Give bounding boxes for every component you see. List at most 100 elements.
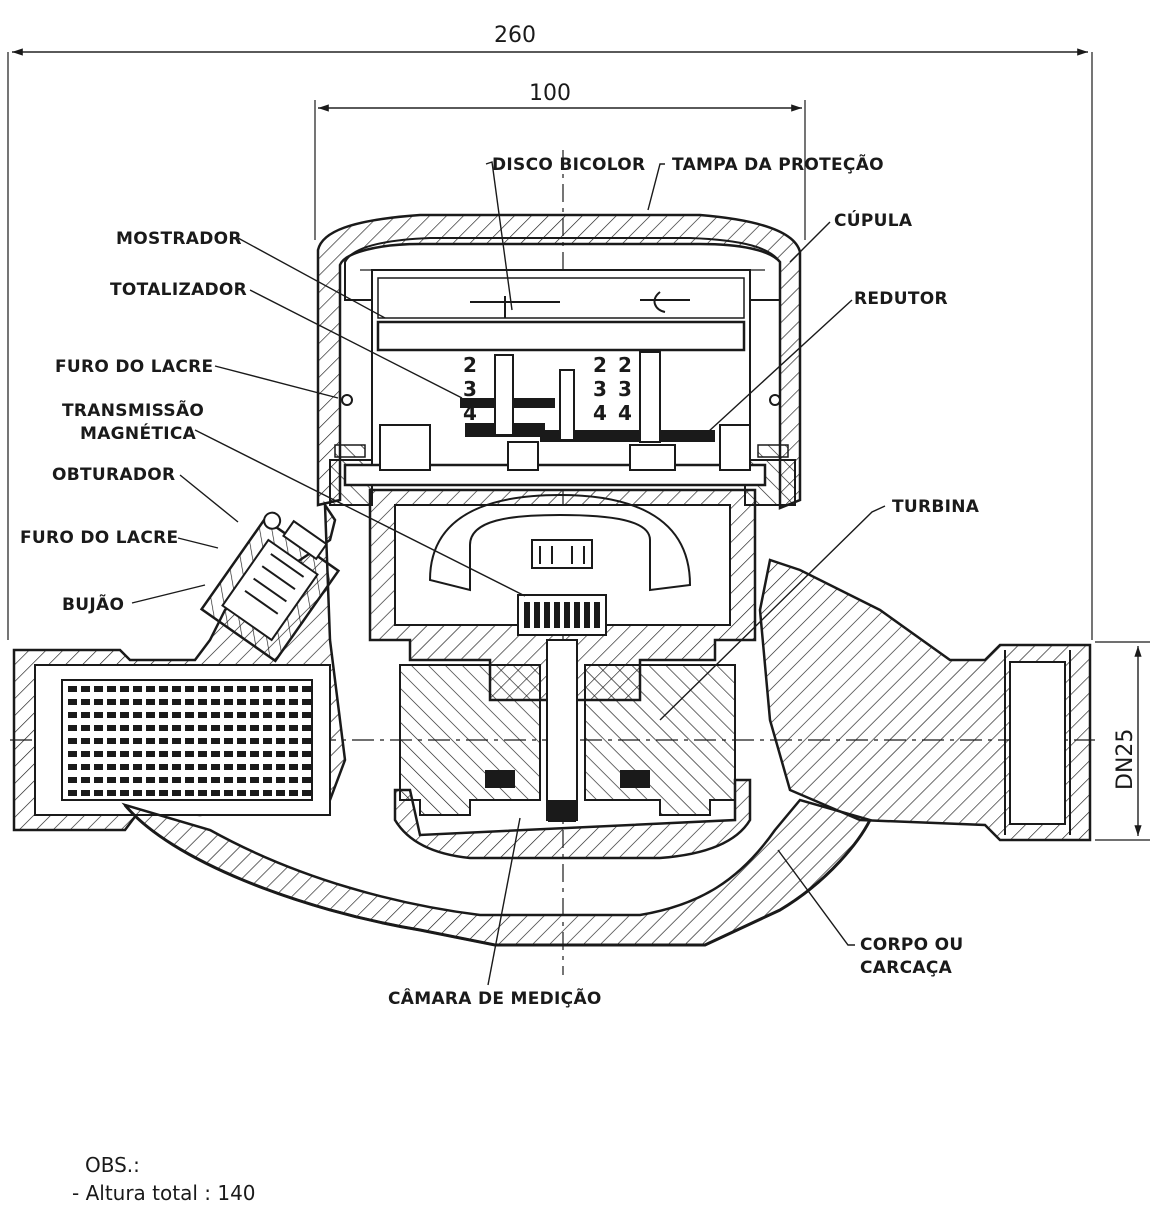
strainer-slot — [68, 712, 77, 718]
strainer-slot — [302, 777, 311, 783]
digit-left-3: 4 — [463, 401, 477, 425]
strainer-slot — [276, 777, 285, 783]
strainer-slot — [81, 790, 90, 796]
strainer-slot — [250, 712, 259, 718]
strainer-slot — [250, 764, 259, 770]
strainer-slot — [276, 790, 285, 796]
strainer-slot — [237, 790, 246, 796]
turbine-blade — [554, 602, 560, 628]
strainer-slot — [289, 764, 298, 770]
strainer-slot — [68, 777, 77, 783]
strainer-slot — [302, 764, 311, 770]
digit-left-2: 3 — [463, 377, 477, 401]
strainer-slot — [224, 738, 233, 744]
strainer-slot — [68, 725, 77, 731]
strainer-slot — [237, 777, 246, 783]
strainer-slot — [302, 790, 311, 796]
strainer-slot — [289, 738, 298, 744]
label-turbina: TURBINA — [892, 497, 980, 517]
turbine-blade — [524, 602, 530, 628]
strainer-slot — [263, 725, 272, 731]
strainer-slot — [172, 686, 181, 692]
strainer-slot — [146, 712, 155, 718]
strainer-slot — [94, 725, 103, 731]
label-transmissao-line2: MAGNÉTICA — [80, 422, 197, 444]
strainer-slot — [276, 699, 285, 705]
strainer-slot — [120, 751, 129, 757]
strainer-slot — [68, 738, 77, 744]
digit-right-a-2: 3 — [593, 377, 607, 401]
strainer-slot — [263, 712, 272, 718]
strainer-slot — [159, 738, 168, 744]
strainer-slot — [133, 777, 142, 783]
label-furo-lacre-side: FURO DO LACRE — [20, 528, 178, 548]
strainer-slot — [107, 699, 116, 705]
strainer-slot — [250, 725, 259, 731]
label-corpo-line2: CARCAÇA — [860, 958, 953, 978]
strainer-slot — [107, 686, 116, 692]
label-furo-lacre-top: FURO DO LACRE — [55, 357, 213, 377]
register-housing — [343, 269, 767, 487]
seal-hole-left — [341, 394, 353, 406]
strainer-slot — [68, 790, 77, 796]
strainer-slot — [302, 738, 311, 744]
strainer-slot — [198, 790, 207, 796]
strainer-slot — [120, 777, 129, 783]
strainer-slot — [68, 751, 77, 757]
strainer-slot — [146, 738, 155, 744]
strainer-slot — [250, 738, 259, 744]
strainer-slot — [302, 725, 311, 731]
strainer-slot — [289, 686, 298, 692]
strainer-slot — [68, 699, 77, 705]
strainer-slot — [224, 699, 233, 705]
strainer-slot — [107, 764, 116, 770]
label-camara-medicao: CÂMARA DE MEDIÇÃO — [388, 986, 602, 1009]
strainer-slot — [211, 699, 220, 705]
label-cupula: CÚPULA — [834, 209, 913, 231]
strainer-slot — [198, 686, 207, 692]
strainer-slot — [94, 764, 103, 770]
strainer-slot — [198, 725, 207, 731]
strainer-slot — [185, 712, 194, 718]
strainer-slot — [146, 686, 155, 692]
dimension-260-label: 260 — [494, 23, 536, 48]
strainer-slot — [237, 764, 246, 770]
strainer-slot — [289, 790, 298, 796]
strainer-slot — [81, 738, 90, 744]
strainer-slot — [120, 712, 129, 718]
strainer-slot — [81, 725, 90, 731]
strainer-slot — [120, 686, 129, 692]
strainer-slot — [211, 751, 220, 757]
strainer-slot — [198, 738, 207, 744]
seal-ring-right — [757, 444, 789, 458]
strainer-slot — [68, 686, 77, 692]
strainer-slot — [185, 790, 194, 796]
strainer-slot — [133, 738, 142, 744]
strainer-slot — [81, 686, 90, 692]
strainer-slot — [276, 764, 285, 770]
strainer-slot — [94, 712, 103, 718]
strainer-slot — [211, 764, 220, 770]
strainer-slot — [68, 764, 77, 770]
strainer-slot — [237, 699, 246, 705]
strainer-slot — [185, 777, 194, 783]
strainer-slot — [276, 725, 285, 731]
strainer-slot — [289, 699, 298, 705]
label-transmissao-line1: TRANSMISSÃO — [62, 398, 204, 421]
strainer-slot — [94, 751, 103, 757]
strainer-slot — [120, 790, 129, 796]
strainer-slot — [159, 777, 168, 783]
strainer-slot — [159, 751, 168, 757]
strainer-slot — [263, 738, 272, 744]
digit-right-a-1: 2 — [593, 353, 607, 377]
strainer-slot — [276, 751, 285, 757]
turbine-blade — [534, 602, 540, 628]
strainer-slot — [250, 686, 259, 692]
strainer-slot — [263, 777, 272, 783]
label-totalizador: TOTALIZADOR — [110, 280, 247, 300]
strainer-slot — [120, 699, 129, 705]
strainer-slot — [107, 712, 116, 718]
strainer-slot — [185, 738, 194, 744]
label-corpo-line1: CORPO OU — [860, 935, 964, 955]
dimension-dn25-label: DN25 — [1113, 729, 1138, 790]
